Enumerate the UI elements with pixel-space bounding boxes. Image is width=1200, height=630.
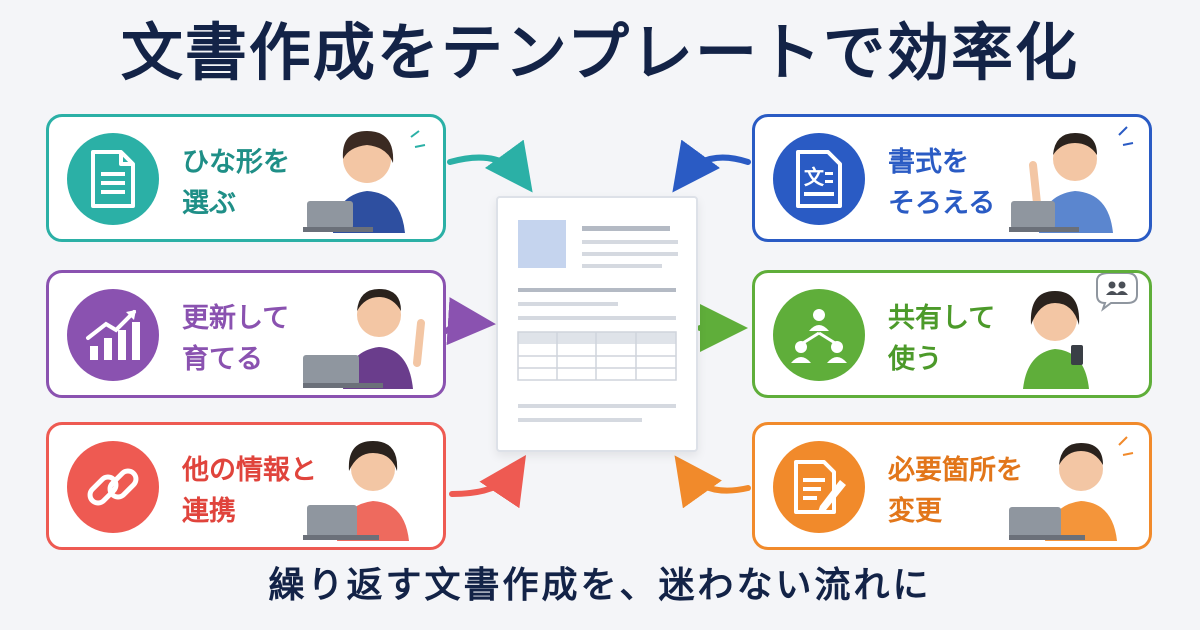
person-laptop-illustration [303, 441, 409, 541]
edit-document-icon [773, 441, 865, 533]
page-title: 文書作成をテンプレートで効率化 [120, 16, 1080, 89]
growth-chart-icon [67, 289, 159, 381]
person-thinking-illustration [303, 130, 426, 233]
person-pondering-illustration [1009, 436, 1134, 541]
document-icon [67, 133, 159, 225]
text-document-icon: 文 [773, 133, 865, 225]
page-subtitle: 繰り返す文書作成を、迷わない流れに [268, 565, 932, 606]
arrow-format [672, 139, 751, 193]
card-link-info: 他の情報と連携 [46, 422, 446, 550]
card-label: 必要箇所を変更 [888, 455, 1023, 527]
card-label: 書式をそろえる [888, 147, 996, 219]
template-document-icon [517, 220, 678, 422]
card-select-template: ひな形を選ぶ [46, 114, 446, 242]
person-smartphone-illustration [1023, 273, 1138, 389]
card-share-use: 共有して使う [752, 270, 1152, 398]
arrow-update [443, 297, 496, 346]
card-update-grow: 更新して育てる [46, 270, 446, 398]
card-label: 共有して使う [888, 303, 996, 375]
template-document [496, 196, 698, 452]
arrow-edit [674, 455, 751, 509]
card-label: 更新して育てる [182, 303, 290, 375]
card-label: 他の情報と連携 [182, 455, 317, 527]
person-idea-illustration [1009, 126, 1134, 233]
card-edit-parts: 必要箇所を変更 [752, 422, 1152, 550]
person-pointing-illustration [303, 289, 425, 389]
link-icon [67, 441, 159, 533]
arrow-link [449, 455, 526, 509]
people-network-icon [773, 289, 865, 381]
card-label: ひな形を選ぶ [182, 147, 290, 219]
svg-text:文: 文 [804, 165, 825, 189]
card-align-format: 文 書式をそろえる [752, 114, 1152, 242]
arrow-select [447, 139, 533, 193]
